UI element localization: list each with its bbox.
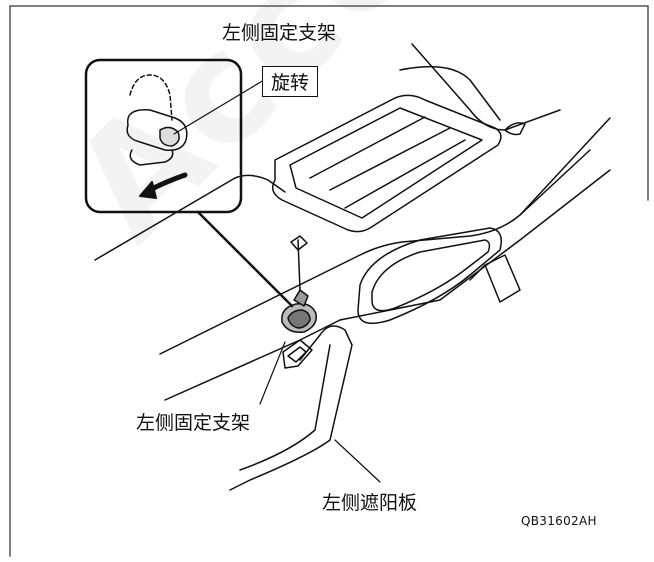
fixing-bracket (281, 239, 317, 334)
overhead-console (271, 94, 502, 233)
detail-callout-box (84, 58, 243, 214)
headliner-outline (94, 43, 611, 401)
rotate-label: 旋转 (262, 66, 319, 97)
top-bracket-label: 左侧固定支架 (222, 22, 337, 44)
rotate-leader (173, 79, 265, 135)
rearview-mirror (357, 227, 521, 325)
left-bracket-label: 左侧固定支架 (136, 412, 251, 434)
roof-clip (504, 122, 526, 136)
figure-code: QB31602AH (521, 514, 597, 528)
sun-visor-label: 左侧遮阳板 (322, 492, 418, 514)
callout-pointer (196, 210, 294, 308)
left-bracket-leader (259, 341, 286, 405)
mount-hole (290, 235, 308, 251)
visor-holder (282, 339, 313, 369)
visor-leader (334, 439, 381, 483)
